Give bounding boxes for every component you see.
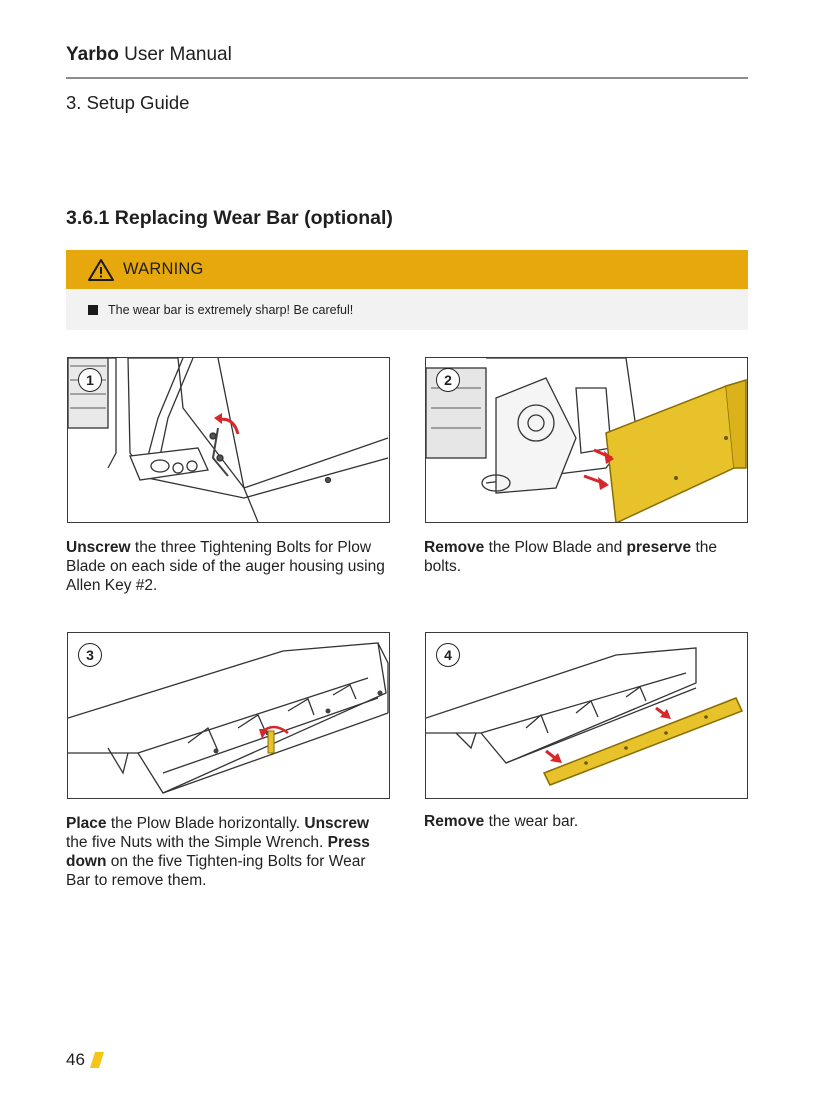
- step-number-2: 2: [436, 368, 460, 392]
- figure-step-4: 4: [425, 632, 748, 799]
- bullet-square-icon: [88, 305, 98, 315]
- caption-action-verb: Place: [66, 815, 107, 832]
- brand-name: Yarbo: [66, 44, 119, 65]
- wear-bar-removal-illustration: [426, 633, 747, 798]
- header-rule: [66, 77, 748, 79]
- caption-action-verb: Remove: [424, 539, 484, 556]
- step-number-4: 4: [436, 643, 460, 667]
- step-4-caption: Remove the wear bar.: [424, 812, 746, 831]
- manual-title-rest: User Manual: [124, 44, 232, 65]
- auger-housing-bolts-illustration: [68, 358, 389, 522]
- warning-text: The wear bar is extremely sharp! Be care…: [108, 303, 353, 317]
- step-1-caption: Unscrew the three Tightening Bolts for P…: [66, 538, 388, 595]
- page-accent-mark: [90, 1052, 106, 1070]
- page-header: Yarbo User Manual: [66, 44, 748, 66]
- step-2-caption: Remove the Plow Blade and preserve the b…: [424, 538, 746, 576]
- caption-text: on the five Tighten-ing Bolts for Wear B…: [66, 853, 366, 889]
- step-3-caption: Place the Plow Blade horizontally. Unscr…: [66, 814, 388, 890]
- figure-step-3: 3: [67, 632, 390, 799]
- plow-blade-removal-illustration: [426, 358, 747, 522]
- caption-text: the Plow Blade horizontally.: [107, 815, 305, 832]
- caption-action-verb: Remove: [424, 813, 484, 830]
- manual-title: Yarbo User Manual: [66, 44, 748, 66]
- page-number: 46: [66, 1050, 85, 1070]
- warning-banner: WARNING: [66, 250, 748, 289]
- warning-body: The wear bar is extremely sharp! Be care…: [66, 289, 748, 330]
- warning-label: WARNING: [123, 260, 204, 279]
- chapter-title: 3. Setup Guide: [66, 92, 189, 114]
- step-number-3: 3: [78, 643, 102, 667]
- step-number-1: 1: [78, 368, 102, 392]
- plow-blade-horizontal-illustration: [68, 633, 389, 798]
- caption-text: the five Nuts with the Simple Wrench.: [66, 834, 328, 851]
- caption-text: the wear bar.: [484, 813, 578, 830]
- caption-action-verb: preserve: [627, 539, 692, 556]
- section-title: 3.6.1 Replacing Wear Bar (optional): [66, 207, 393, 230]
- caption-text: the Plow Blade and: [484, 539, 626, 556]
- caption-action-verb: Unscrew: [66, 539, 131, 556]
- caption-action-verb: Unscrew: [304, 815, 369, 832]
- figure-step-2: 2: [425, 357, 748, 523]
- figure-step-1: 1: [67, 357, 390, 523]
- warning-triangle-icon: [87, 258, 115, 282]
